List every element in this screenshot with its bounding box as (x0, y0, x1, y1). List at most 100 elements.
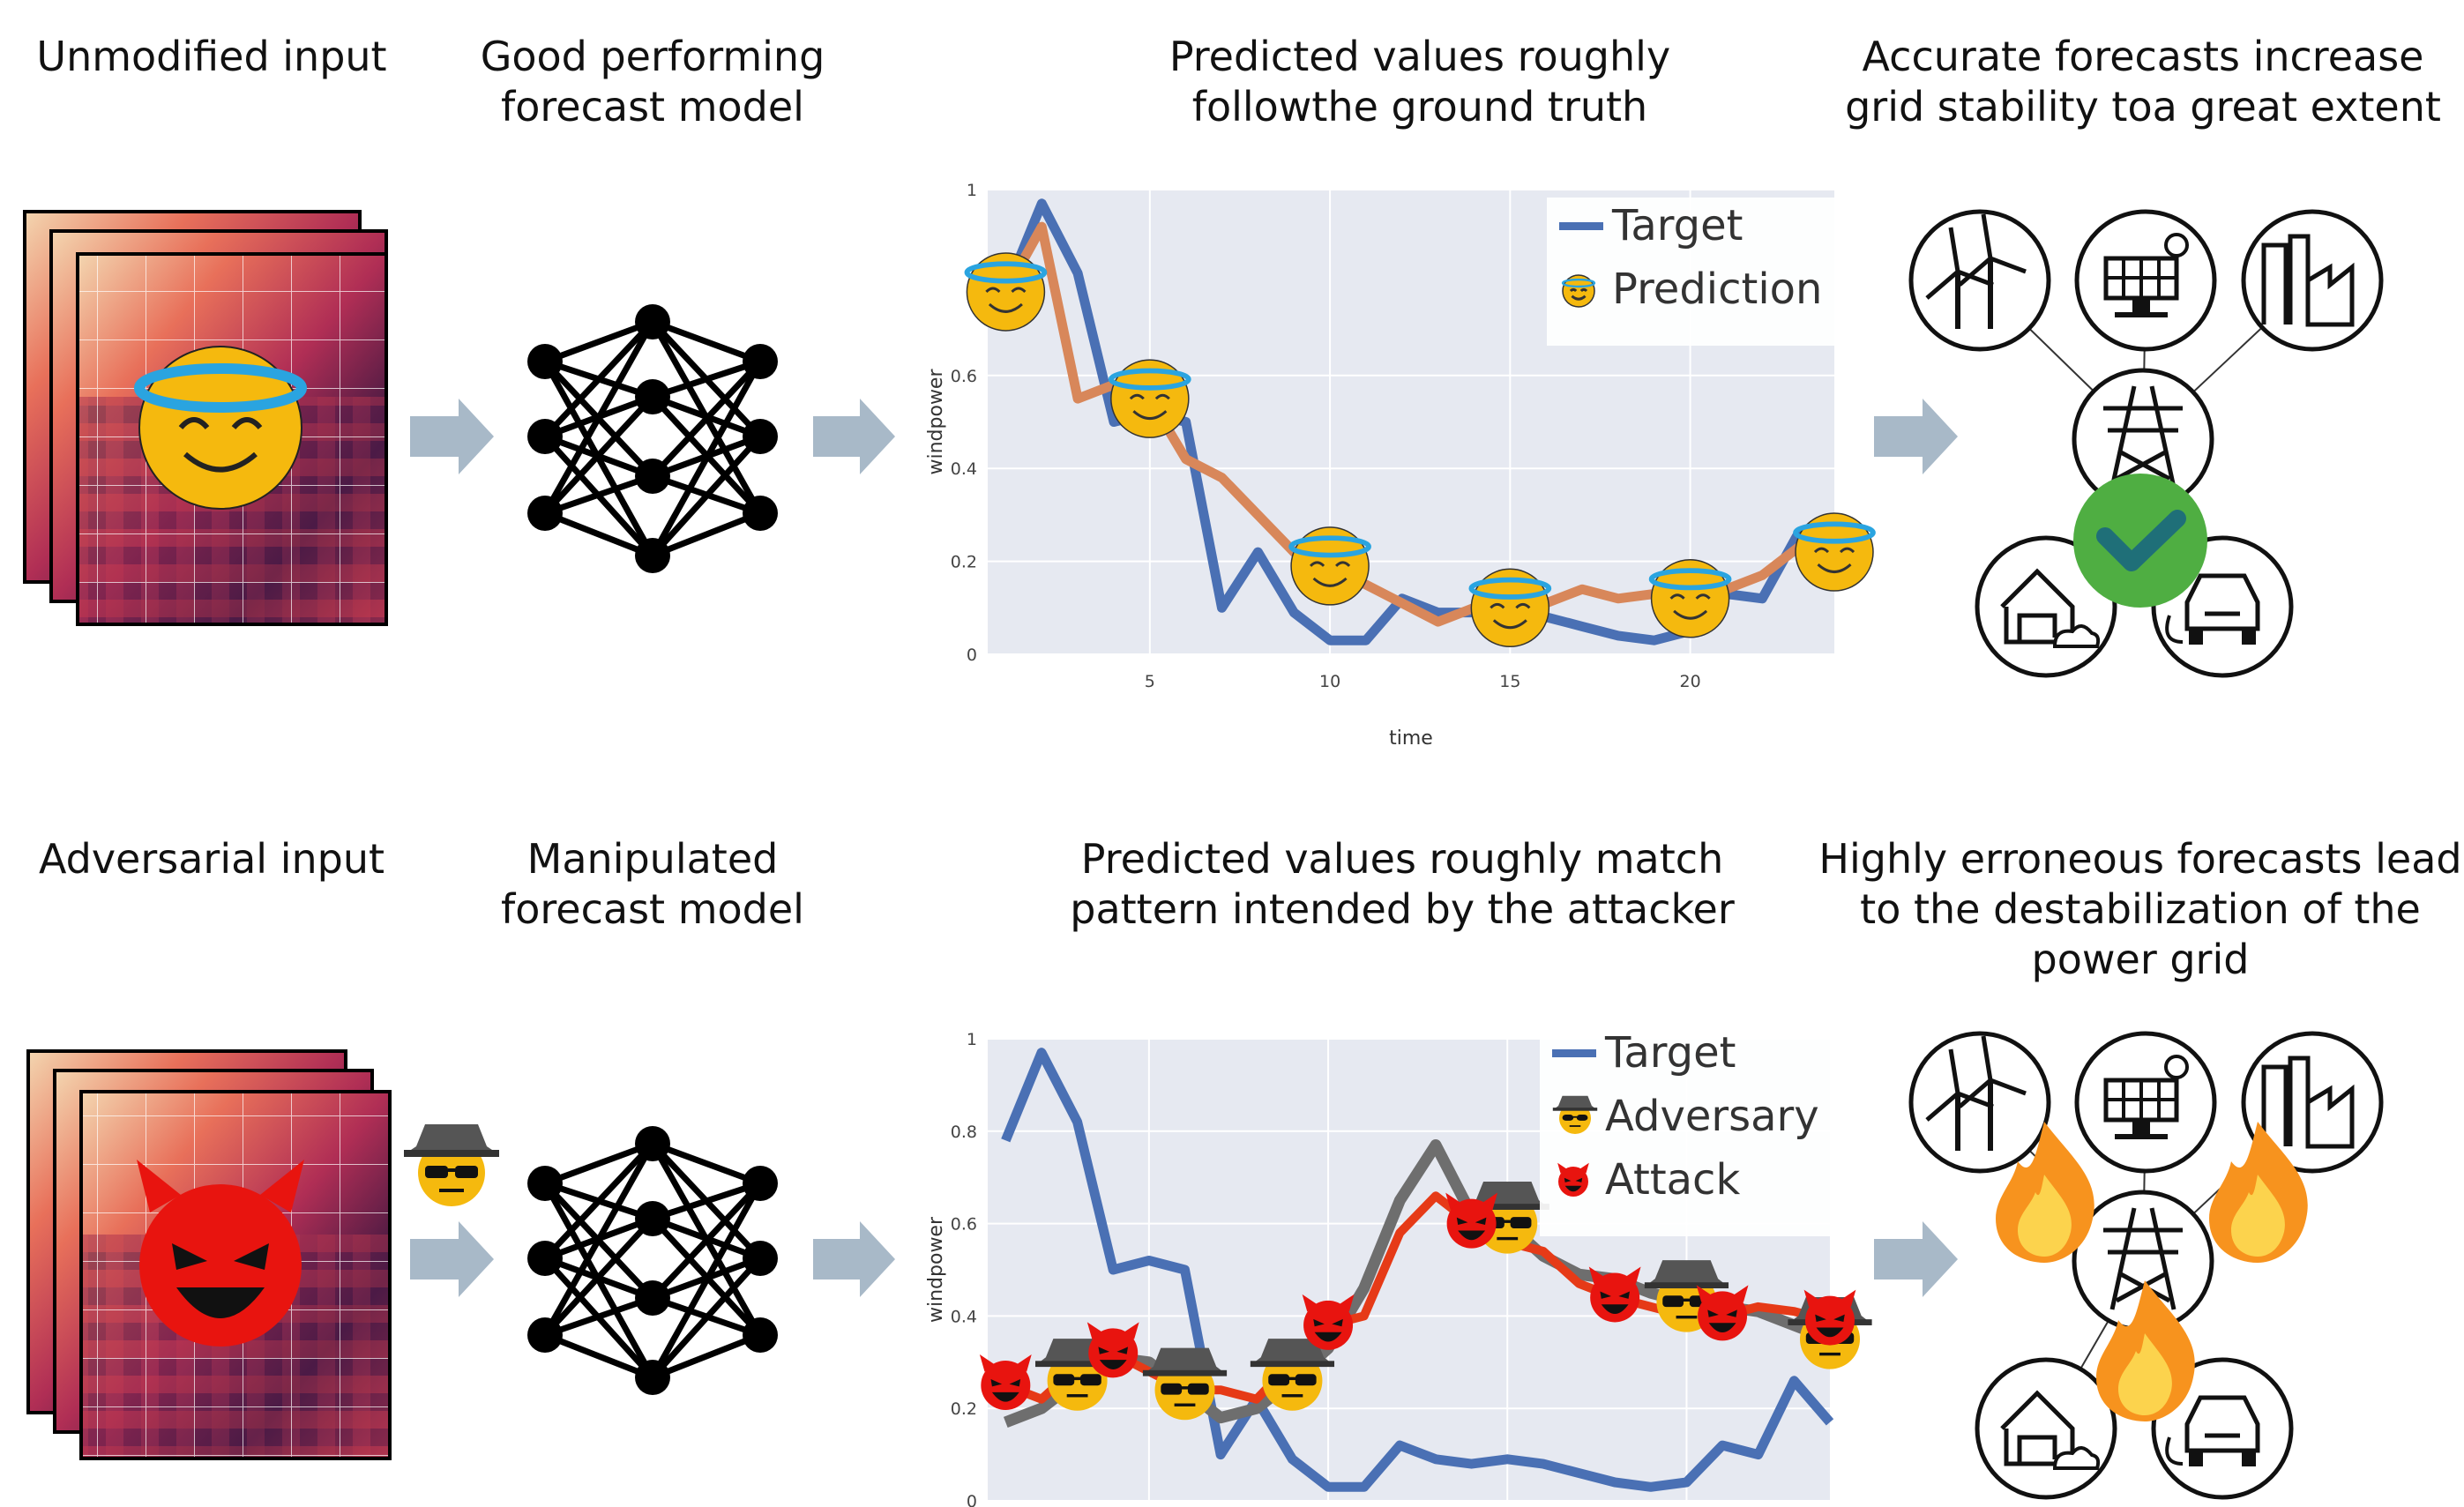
legend-label: Adversary (1605, 1092, 1819, 1141)
caption-unmodified-input: Unmodified input (36, 33, 387, 80)
halo-smiley-icon (964, 252, 1048, 332)
devil-icon (979, 1354, 1032, 1410)
x-tick-label: 10 (1319, 672, 1340, 691)
halo-smiley-icon (1793, 512, 1876, 592)
grid-node (2151, 1357, 2294, 1500)
spy-icon (1552, 1095, 1598, 1134)
y-tick-label: 0.2 (951, 1399, 977, 1419)
fire-icon (2096, 1280, 2195, 1421)
nn-edge (543, 1294, 654, 1339)
nn-edge (543, 1140, 654, 1187)
devil-icon (1086, 1322, 1139, 1378)
y-axis-label: windpower (925, 1216, 947, 1323)
legend-swatch (1561, 274, 1596, 308)
arrow-chart-grid-bottom (1874, 1221, 1958, 1297)
nn-node (635, 1126, 670, 1161)
legend-label: Prediction (1612, 265, 1822, 314)
neural-network-icon (527, 1126, 778, 1395)
factory-icon (2261, 234, 2355, 327)
nn-node (743, 419, 778, 454)
power-grid-top (1908, 209, 2384, 678)
nn-edge (650, 434, 763, 558)
y-tick-label: 0.4 (951, 1307, 977, 1326)
y-tick-label: 1 (967, 1030, 977, 1049)
nn-node (527, 496, 563, 531)
x-axis-label: time (1389, 727, 1433, 750)
halo-smiley-icon (1108, 359, 1191, 438)
halo-smiley-icon (1648, 559, 1732, 638)
devil-icon (1557, 1162, 1589, 1197)
caption-good-model: Good performing forecast model (480, 33, 825, 131)
devil-icon (1588, 1266, 1641, 1323)
power-pylon-icon (2103, 1207, 2183, 1310)
devil-icon (1445, 1192, 1498, 1249)
y-tick-label: 0.6 (951, 367, 977, 386)
nn-node (635, 1360, 670, 1395)
nn-node (635, 459, 670, 494)
nn-edge (543, 473, 654, 517)
nn-node (527, 419, 563, 454)
nn-edge (650, 1181, 763, 1301)
input-stack-bottom (26, 1049, 392, 1460)
nn-node (743, 1241, 778, 1276)
nn-edge (651, 1332, 762, 1381)
caption-predicted-attacker: Predicted values roughly match pattern i… (1070, 835, 1735, 933)
halo-smiley-icon (134, 346, 307, 510)
nn-node (527, 1317, 563, 1353)
nn-node (635, 1280, 670, 1316)
nn-node (527, 344, 563, 379)
arrow-chart-grid-top (1874, 399, 1958, 474)
nn-edge (650, 1256, 763, 1380)
y-tick-label: 0.2 (951, 553, 977, 572)
nn-edge (650, 359, 763, 479)
power-grid-bottom (1908, 1031, 2384, 1500)
nn-edge (542, 394, 655, 516)
devil-icon (1302, 1294, 1355, 1350)
nn-edge (651, 510, 762, 559)
nn-edge (542, 1216, 655, 1338)
nn-edge (543, 510, 654, 559)
fire-icon (2209, 1122, 2308, 1263)
x-tick-label: 15 (1499, 672, 1520, 691)
arrow-input-model-bottom (410, 1221, 494, 1297)
wind-turbine-icon (1925, 1035, 2027, 1151)
legend-swatch (1552, 1095, 1598, 1134)
arrow-model-chart-bottom (813, 1221, 895, 1297)
halo-smiley-icon (1288, 526, 1371, 606)
series-line-target (1001, 1048, 1834, 1492)
electric-car-icon (2165, 1395, 2260, 1466)
wind-turbine-icon (1925, 213, 2027, 329)
nn-edge (543, 1332, 654, 1381)
nn-node (635, 304, 670, 339)
nn-edge (649, 1182, 764, 1379)
legend-box (1540, 1025, 1830, 1236)
nn-node (743, 496, 778, 531)
nn-node (527, 1166, 563, 1201)
house-icon (2000, 568, 2101, 648)
nn-edge (541, 320, 656, 515)
neural-network-icon (527, 304, 778, 573)
nn-edge (541, 1142, 656, 1337)
caption-adversarial-input: Adversarial input (38, 835, 385, 883)
spy-icon (1250, 1339, 1335, 1411)
spy-icon (1142, 1347, 1228, 1421)
y-tick-label: 0 (967, 645, 977, 665)
checkmark-icon (2073, 474, 2207, 608)
nn-edge (651, 1180, 762, 1222)
grid-node (1975, 1357, 2117, 1500)
nn-edge (542, 1141, 655, 1261)
nn-edge (651, 318, 762, 365)
nn-node (635, 538, 670, 573)
nn-node (743, 1317, 778, 1353)
arrow-model-chart-top (813, 399, 895, 474)
solar-panel-icon (2103, 1055, 2189, 1139)
arrow-input-model-top (410, 399, 494, 474)
caption-accurate-forecasts: Accurate forecasts increase grid stabili… (1845, 33, 2441, 131)
nn-edge (651, 1140, 762, 1187)
legend-label: Target (1611, 201, 1743, 250)
y-tick-label: 0.6 (951, 1215, 977, 1235)
house-icon (2000, 1390, 2101, 1470)
caption-manipulated-model: Manipulated forecast model (501, 835, 804, 933)
nn-edge (651, 358, 762, 400)
